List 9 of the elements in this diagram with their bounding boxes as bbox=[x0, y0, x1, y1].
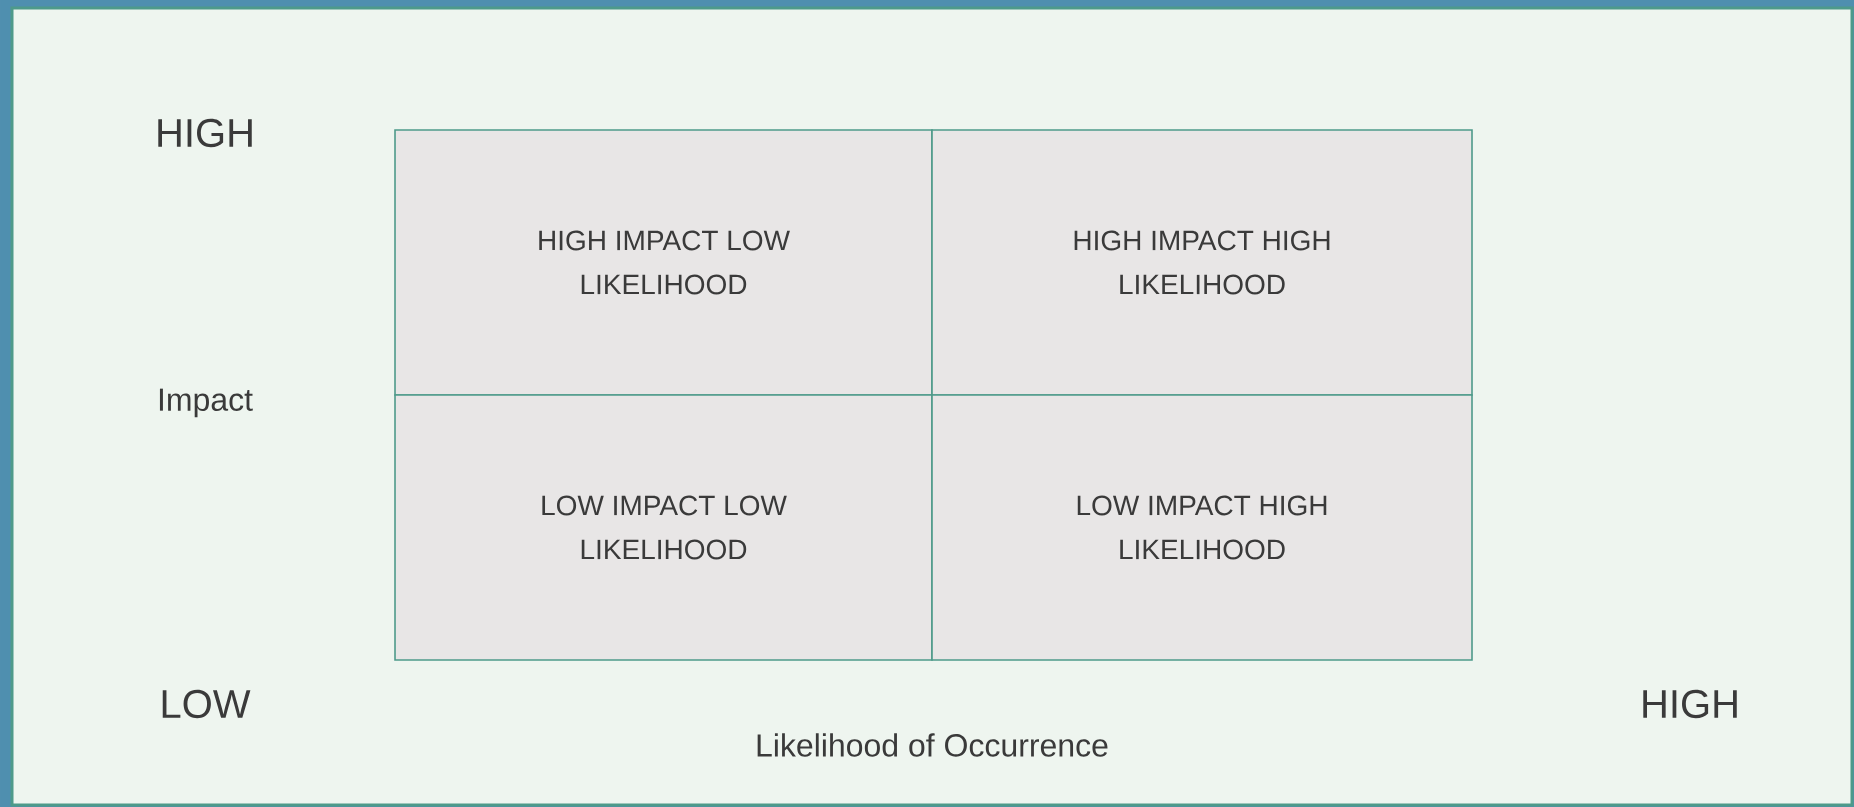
axis-title: Impact bbox=[159, 388, 253, 418]
axis-end-label: HIGH bbox=[1643, 689, 1737, 719]
quadrant-cell: HIGH IMPACT LOW LIKELIHOOD bbox=[394, 129, 933, 396]
quadrant-cell: LOW IMPACT LOW LIKELIHOOD bbox=[394, 394, 933, 661]
quadrant-cell: HIGH IMPACT HIGH LIKELIHOOD bbox=[931, 129, 1473, 396]
axis-end-label: HIGH bbox=[158, 118, 252, 148]
axis-end-label: LOW bbox=[162, 689, 251, 719]
axis-title: Likelihood of Occurrence bbox=[757, 733, 1108, 757]
quadrant-cell: LOW IMPACT HIGH LIKELIHOOD bbox=[931, 394, 1473, 661]
